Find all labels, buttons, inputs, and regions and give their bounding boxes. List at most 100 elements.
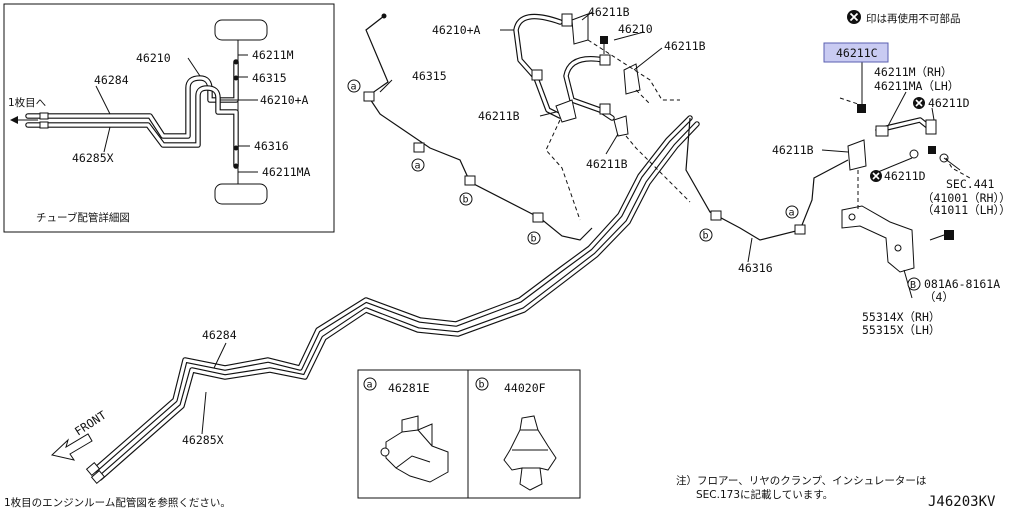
washer-46211d [909,149,919,159]
label-sec441-lh: （41011（LH）） [922,203,1011,217]
inset-pipe-lower [25,85,239,169]
header-note: 印は再使用不可部品 [866,12,961,25]
svg-text:b: b [703,231,709,242]
clamp-b1 [464,175,476,186]
label-46316: 46316 [738,261,773,275]
bracket-46211b-top [571,13,589,45]
svg-text:b: b [463,195,469,206]
label-bolt-qty: （4） [924,290,954,304]
inset-frame [3,3,335,233]
rear-hose-assembly [821,62,971,299]
inset-label-46210: 46210 [136,51,171,65]
inset-fitting-ma [233,163,239,169]
diagram-code: J46203KV [928,494,996,510]
clamp-a1 [363,91,375,102]
callout-a-1: a [347,79,361,93]
callout-b-1: b [459,192,473,206]
clamp-a3 [794,224,806,235]
tube-46315-group [363,13,593,241]
bracket-46211b-mid [613,115,629,137]
callout-b-2: b [527,231,541,245]
flex-hoses-top [500,11,691,221]
label-46210a: 46210+A [432,23,481,37]
bracket-46211b-rear [847,139,867,171]
front-label: FRONT [72,408,109,439]
label-sec441: SEC.441 [946,177,995,191]
svg-text:a: a [367,380,373,391]
label-46211b-mid: 46211B [586,157,628,171]
bracket-55314x [841,205,915,273]
label-46211b-rear: 46211B [772,143,814,157]
label-55315x: 55315X（LH） [862,323,940,337]
bolt-46211c [857,104,866,113]
inset-to-first-sheet: 1枚目へ [8,96,46,109]
hose-46210a [513,13,563,119]
footer-note-line1: 注）フロアー、リヤのクランプ、インシュレーターは [676,474,926,487]
clamp-a2 [413,142,425,153]
footer-left-note: 1枚目のエンジンルーム配管図を参照ください。 [4,496,231,509]
bracket-46211b-left [555,99,577,123]
label-55314x: 55314X（RH） [862,310,940,324]
main-labels: 46315 46210+A 46211B 46210 46211B 46211B… [182,5,1011,447]
front-arrow-icon [50,433,93,461]
inset-upper-wheel [214,19,268,41]
clip-46281e-shape [385,415,449,483]
non-reusable-icon-header [847,10,861,24]
label-46285x: 46285X [182,433,224,447]
clamp-b2 [532,212,544,223]
clip-detail-a: a 46281E [357,369,469,499]
svg-text:b: b [531,234,537,245]
svg-text:B: B [910,280,916,291]
inset-fitting-m [233,59,239,65]
callout-circles: a a b b b a B [347,79,921,291]
label-46211d-b: 46211D [884,169,926,183]
inset-arrow-icon [10,116,18,124]
non-reusable-markers [847,10,925,182]
tube-46285x [97,121,700,481]
bolt-081a6 [944,230,954,240]
inset-label-46285x: 46285X [72,151,114,165]
inset-label-46210a: 46210+A [260,93,309,107]
callout-bolt-ref: B [907,277,921,291]
inset-lower-wheel [214,183,268,205]
non-reusable-icon-46211d-b [870,170,882,182]
clip-44020f-shape [503,415,557,491]
svg-text:b: b [479,380,485,391]
label-46210: 46210 [618,22,653,36]
callout-a-2: a [411,158,425,172]
tube-46316 [685,117,849,241]
label-46211b-left: 46211B [478,109,520,123]
footer-note-line2: SEC.173に記載しています。 [696,488,833,501]
front-direction: FRONT [50,408,109,461]
callout-a-3: a [785,205,799,219]
svg-text:a: a [351,82,357,93]
label-46211m-rh: 46211M（RH） [874,65,952,79]
svg-text:a: a [789,208,795,219]
callout-b-3: b [699,228,713,242]
label-46284: 46284 [202,328,237,342]
label-46315: 46315 [412,69,447,83]
main-brake-tubes [85,115,700,484]
clip-detail-b: b 44020F [467,369,581,499]
inset-label-46315: 46315 [252,71,287,85]
label-bolt: 081A6-8161A [924,277,1000,291]
label-46211b-right: 46211B [664,39,706,53]
inset-label-46316: 46316 [254,139,289,153]
tube-detail-inset: 1枚目へ 46210 46211M 46315 46284 46210+A 46… [3,3,335,233]
clamp-b3 [710,210,722,221]
clip-b-part-number: 44020F [504,381,546,395]
label-46211d-a: 46211D [928,96,970,110]
label-46211c: 46211C [836,46,878,60]
label-46211b-top: 46211B [588,5,630,19]
tube-46316-group [685,117,849,241]
label-sec441-rh: （41001（RH）） [922,191,1011,205]
non-reusable-icon-46211d-a [913,97,925,109]
inset-label-46211m: 46211M [252,48,294,62]
clip-a-part-number: 46281E [388,381,430,395]
clip-b-frame [467,369,581,499]
inset-title: チューブ配管詳細図 [36,211,130,224]
label-46211ma-lh: 46211MA（LH） [874,79,959,93]
highlight-46211c [823,42,889,63]
